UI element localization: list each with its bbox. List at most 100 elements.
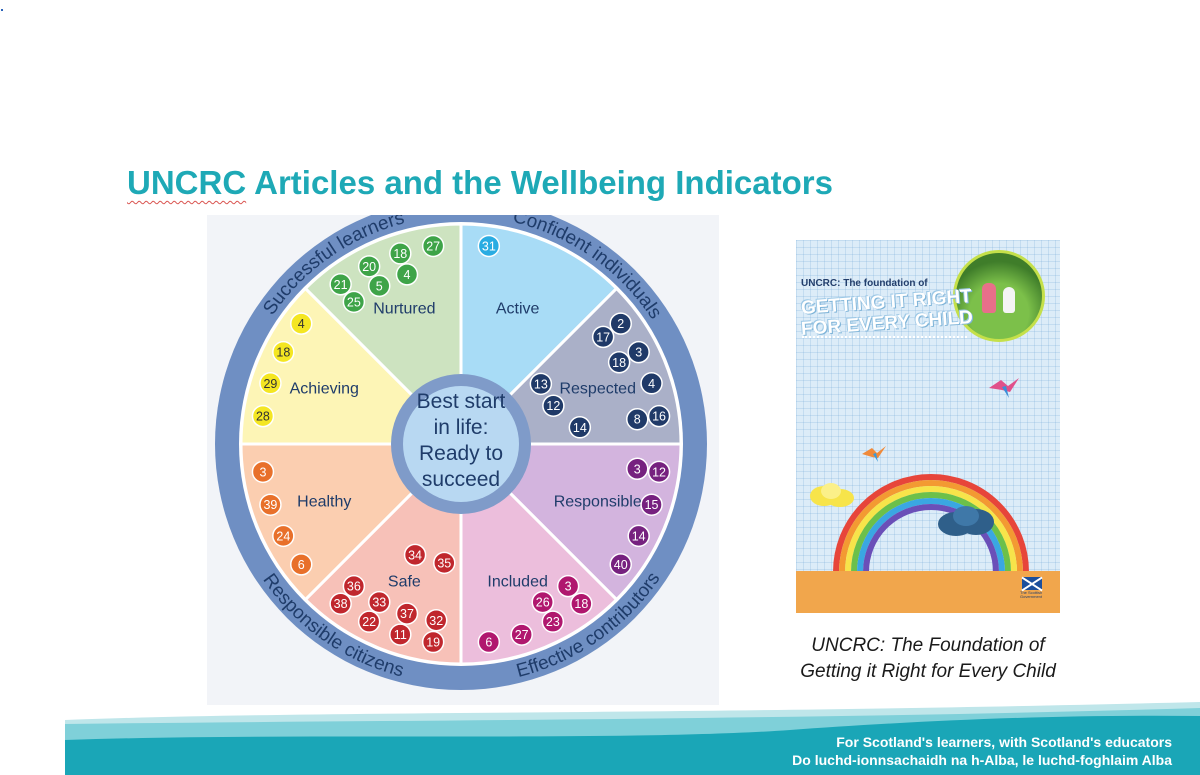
article-number: 36: [347, 580, 361, 594]
article-number: 31: [482, 239, 496, 253]
booklet-heading-small: UNCRC: The foundation of: [801, 278, 928, 289]
segment-label-safe: Safe: [388, 574, 421, 591]
article-number: 3: [259, 465, 266, 479]
hub-text-line: Ready to: [419, 442, 503, 465]
article-number: 35: [437, 556, 451, 570]
article-number: 21: [334, 278, 348, 292]
article-badge: 17: [591, 325, 615, 349]
article-number: 4: [298, 317, 305, 331]
article-number: 32: [429, 614, 443, 628]
slide-title: UNCRC Articles and the Wellbeing Indicat…: [127, 164, 833, 202]
article-badge: 28: [251, 404, 275, 428]
article-badge: 13: [529, 372, 553, 396]
footer-wave-layer-1: [0, 715, 1200, 775]
article-number: 3: [635, 346, 642, 360]
article-badge: 4: [395, 263, 419, 286]
article-number: 6: [298, 558, 305, 572]
article-badge: 14: [568, 416, 592, 439]
child-figure-2: [1003, 287, 1015, 313]
article-number: 22: [362, 615, 376, 629]
title-acronym: UNCRC: [127, 164, 247, 201]
article-number: 18: [276, 346, 290, 360]
hub-text-line: Best start: [417, 390, 506, 413]
article-number: 40: [614, 558, 628, 572]
article-number: 8: [634, 413, 641, 427]
article-badge: 31: [477, 234, 501, 258]
article-badge: 24: [272, 524, 295, 548]
article-number: 34: [408, 548, 422, 562]
segment-label-healthy: Healthy: [297, 494, 351, 511]
article-number: 4: [648, 377, 655, 391]
article-number: 18: [612, 356, 626, 370]
segment-label-nurtured: Nurtured: [373, 300, 435, 317]
article-number: 18: [574, 597, 588, 611]
article-number: 14: [573, 421, 587, 435]
article-badge: 18: [272, 340, 295, 364]
segment-label-active: Active: [496, 300, 540, 317]
article-number: 6: [485, 636, 492, 650]
article-badge: 34: [403, 543, 427, 567]
article-number: 26: [536, 596, 550, 610]
article-badge: 18: [570, 592, 593, 615]
title-rest: Articles and the Wellbeing Indicators: [246, 164, 833, 201]
article-number: 29: [263, 377, 277, 391]
cloud-icon: [810, 483, 854, 507]
article-badge: 4: [640, 372, 663, 395]
article-badge: 29: [259, 372, 282, 395]
children-photo: [953, 250, 1045, 342]
article-badge: 27: [421, 234, 445, 258]
booklet-caption: UNCRC: The Foundation of Getting it Righ…: [770, 633, 1086, 685]
article-badge: 14: [627, 524, 650, 548]
article-badge: 6: [290, 553, 313, 576]
article-number: 39: [263, 498, 277, 512]
article-number: 16: [652, 410, 666, 424]
article-badge: 11: [389, 623, 412, 646]
bird-icon: [989, 378, 1019, 398]
cloud-icon: [938, 506, 994, 536]
article-badge: 23: [541, 610, 565, 633]
article-number: 37: [400, 607, 414, 621]
booklet-dotted-rule: [802, 336, 967, 338]
article-badge: 5: [368, 274, 391, 298]
article-number: 27: [515, 628, 529, 642]
article-badge: 4: [290, 312, 313, 335]
segment-label-respected: Respected: [559, 380, 636, 397]
article-badge: 19: [421, 630, 445, 654]
article-number: 38: [334, 597, 348, 611]
segment-label-responsible: Responsible: [554, 494, 642, 511]
article-number: 12: [652, 465, 666, 479]
article-badge: 37: [395, 602, 419, 625]
article-number: 17: [596, 330, 610, 344]
article-badge: 3: [627, 340, 650, 364]
article-badge: 33: [368, 590, 391, 614]
article-badge: 32: [424, 609, 448, 632]
hub-text-line: succeed: [422, 468, 500, 491]
booklet-ground: [796, 571, 1060, 613]
article-badge: 22: [357, 610, 381, 633]
article-badge: 27: [510, 623, 533, 646]
article-badge: 21: [329, 273, 352, 296]
article-badge: 2: [609, 312, 632, 335]
saltire-logo-icon: [1022, 577, 1042, 590]
article-number: 20: [362, 260, 376, 274]
article-number: 27: [426, 239, 440, 253]
article-badge: 8: [626, 407, 649, 431]
article-number: 15: [645, 498, 659, 512]
article-number: 3: [634, 462, 641, 476]
article-badge: 16: [647, 404, 671, 428]
article-number: 18: [393, 247, 407, 261]
article-badge: 3: [251, 460, 275, 484]
child-figure-1: [982, 283, 996, 313]
article-badge: 15: [640, 493, 663, 516]
caption-line-1: UNCRC: The Foundation of: [811, 635, 1045, 656]
article-number: 24: [276, 529, 290, 543]
article-badge: 36: [342, 574, 366, 598]
article-number: 12: [546, 399, 560, 413]
article-number: 33: [372, 596, 386, 610]
hub-center: [403, 386, 519, 502]
article-badge: 12: [647, 460, 671, 484]
girfec-booklet-cover: UNCRC: The foundation of GETTING IT RIGH…: [796, 240, 1060, 613]
article-number: 5: [376, 279, 383, 293]
article-badge: 26: [531, 590, 554, 614]
